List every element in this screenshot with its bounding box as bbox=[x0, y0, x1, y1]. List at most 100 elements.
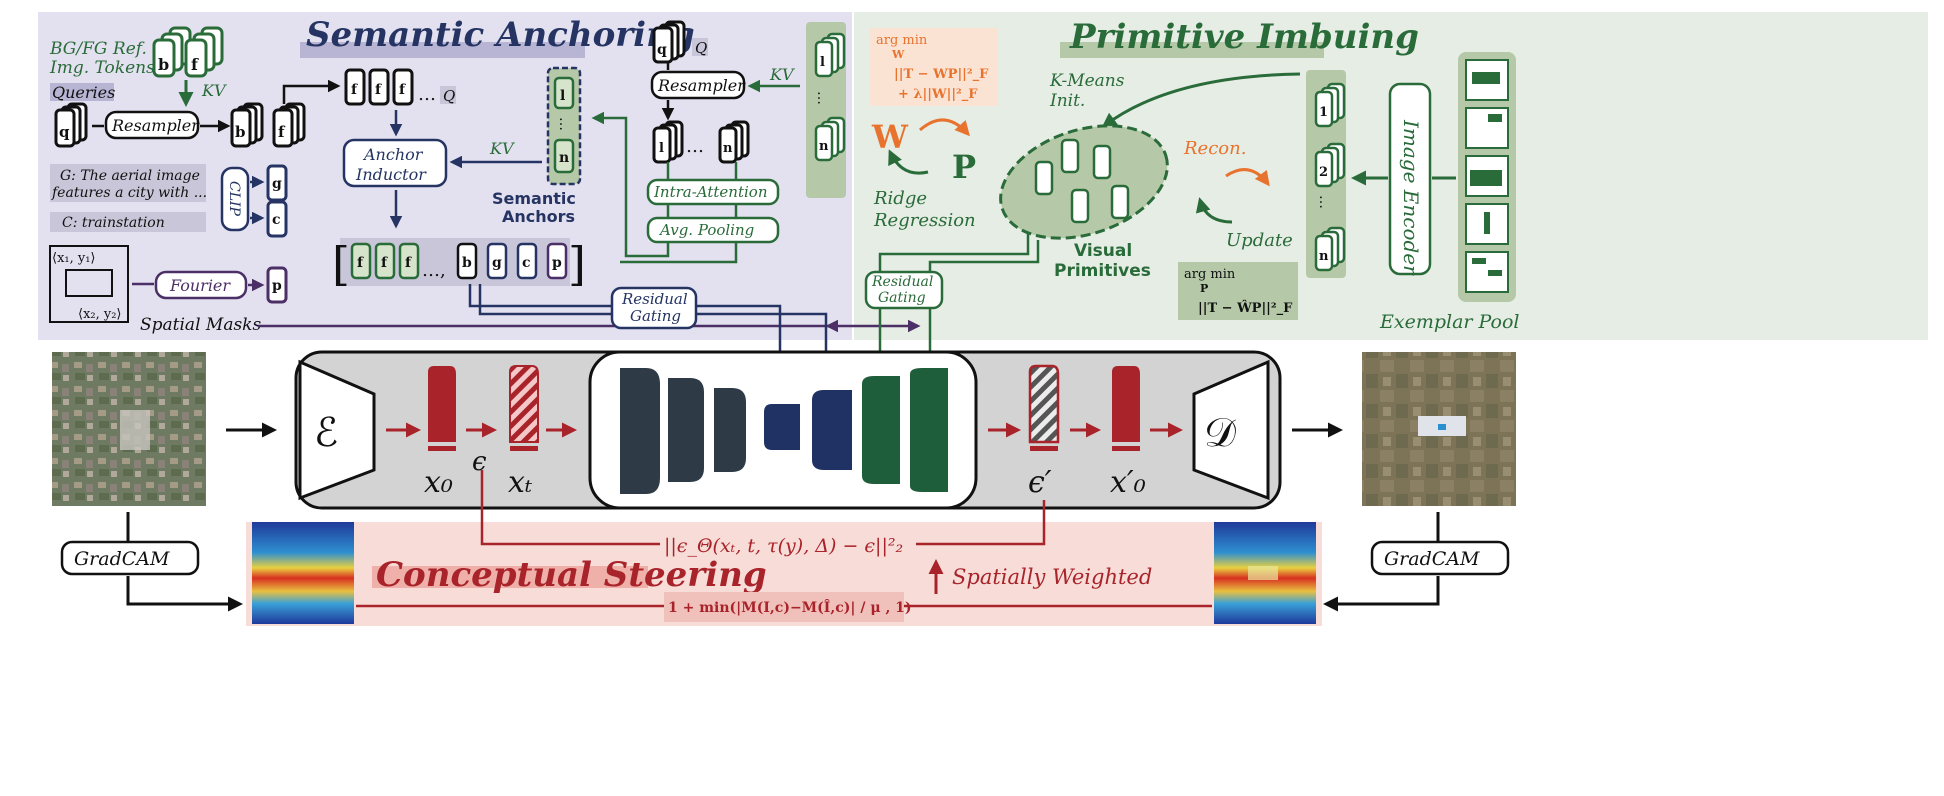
update-label: Update bbox=[1226, 230, 1293, 251]
unet-dec-block-1 bbox=[812, 390, 852, 470]
kmeans-label-2: Init. bbox=[1049, 91, 1085, 111]
residual-gating-label-1b: Gating bbox=[630, 307, 681, 325]
seq-c: c bbox=[522, 255, 531, 271]
bf-token-letter-b: b bbox=[235, 123, 246, 141]
argmin-p-line-1: arg min bbox=[1184, 267, 1236, 282]
q-label-2: Q bbox=[695, 39, 707, 57]
ref-tokens-label: BG/FG Ref. bbox=[49, 39, 147, 59]
p-token-letter: p bbox=[272, 278, 282, 294]
loss-formula: ||ϵ_Θ(xₜ, t, τ(y), Δ) − ϵ||²₂ bbox=[664, 535, 903, 557]
c-token-letter: c bbox=[272, 212, 281, 228]
p-symbol: P bbox=[952, 148, 976, 186]
kv-label-2: KV bbox=[489, 139, 515, 158]
unet-enc-block-1 bbox=[620, 368, 660, 494]
predicted-noise bbox=[1028, 364, 1060, 444]
semantic-anchoring-title: Semantic Anchoring bbox=[306, 15, 695, 55]
unet-enc-block-2 bbox=[668, 378, 704, 482]
resampler-box-1 bbox=[104, 110, 200, 140]
bracket-left: [ bbox=[332, 237, 350, 291]
w-symbol: W bbox=[871, 118, 909, 156]
spatially-weighted-label: Spatially Weighted bbox=[952, 565, 1152, 589]
residual-gating-box-2 bbox=[864, 270, 944, 310]
unet-enc-block-3 bbox=[714, 388, 746, 472]
gradcam-left-label: GradCAM bbox=[74, 548, 170, 570]
avg-pooling-label: Avg. Pooling bbox=[658, 221, 754, 239]
visual-primitives-label-2: Primitives bbox=[1054, 261, 1151, 281]
image-encoder-box bbox=[1388, 82, 1432, 276]
fg-query-letter-2: f bbox=[375, 82, 382, 98]
argmin-w-line-3: ||T − WP||²_F bbox=[894, 67, 989, 82]
latent-xt bbox=[509, 365, 539, 443]
resampler-box-2 bbox=[650, 70, 746, 100]
bbox-coord-tl: ⟨x₁, y₁⟩ bbox=[52, 251, 96, 266]
decoder-block bbox=[1192, 359, 1270, 501]
weight-formula: 1 + min(|M(I,c)−M(Î,c)| / μ , 1) bbox=[668, 598, 912, 616]
bg-token-letter: b bbox=[158, 55, 169, 74]
query-token-letter: q bbox=[59, 123, 70, 141]
argmin-w-line-4: + λ||W||²_F bbox=[898, 87, 978, 102]
bf-token-stack bbox=[230, 102, 306, 148]
fg-query-q-label: Q bbox=[443, 87, 455, 105]
residual-gating-label-2b: Gating bbox=[878, 290, 926, 306]
unet-dec-block-2 bbox=[862, 376, 900, 484]
primitive-token-2: 2 bbox=[1319, 165, 1328, 180]
argmin-p-line-2: P bbox=[1200, 282, 1208, 295]
residual-gating-box-1 bbox=[610, 286, 698, 330]
queries-label: Queries bbox=[52, 83, 115, 102]
resampler-label-1: Resampler bbox=[111, 116, 200, 135]
pooled-token-ellipsis: … bbox=[686, 136, 704, 157]
avg-pooling-box bbox=[646, 216, 780, 244]
semantic-anchor-ellipsis: … bbox=[556, 117, 572, 131]
query-token-stack bbox=[54, 102, 88, 148]
seq-ellipsis: …, bbox=[422, 260, 446, 281]
residual-gating-label-2a: Residual bbox=[871, 274, 933, 290]
g-caption-line-2: features a city with ... bbox=[51, 185, 207, 201]
unet-dec-block-3 bbox=[910, 368, 948, 492]
anchor-inductor-box bbox=[342, 138, 448, 188]
fourier-label: Fourier bbox=[169, 276, 231, 295]
gradcam-right-button bbox=[1370, 540, 1510, 576]
image-encoder-label: Image Encoder bbox=[1399, 119, 1423, 276]
x0-label: x₀ bbox=[424, 465, 453, 500]
gradcam-left-heatmap bbox=[252, 522, 354, 624]
encoder-symbol: ℰ bbox=[314, 410, 338, 456]
ref-tokens-label-2: Img. Tokens bbox=[49, 58, 155, 78]
anchor-inductor-label-1: Anchor bbox=[362, 145, 424, 164]
argmin-p-box bbox=[1178, 262, 1298, 320]
conceptual-steering-title: Conceptual Steering bbox=[376, 555, 767, 595]
residual-gating-label-1a: Residual bbox=[621, 290, 688, 308]
fg-query-letter-1: f bbox=[351, 82, 358, 98]
spatial-masks-label: Spatial Masks bbox=[140, 315, 261, 335]
bbox-frame bbox=[49, 245, 129, 323]
visual-primitives-label-1: Visual bbox=[1074, 241, 1132, 261]
ridge-regression-label-1: Ridge bbox=[873, 188, 927, 209]
argmin-w-line-2: W bbox=[891, 48, 905, 61]
fourier-box bbox=[154, 270, 248, 300]
latent-x0-prime bbox=[1112, 366, 1140, 442]
primitive-token-n: n bbox=[1319, 249, 1329, 264]
decoder-symbol: 𝒟 bbox=[1204, 410, 1236, 456]
argmin-w-line-1: arg min bbox=[876, 33, 928, 48]
pooled-token-l: l bbox=[659, 141, 664, 156]
kv-label-1: KV bbox=[201, 81, 227, 100]
intra-attention-label: Intra-Attention bbox=[653, 183, 767, 201]
latent-x0 bbox=[428, 366, 456, 442]
clip-label: CLIP bbox=[226, 181, 242, 217]
epsilon-label: ϵ bbox=[472, 447, 487, 477]
argmin-w-box bbox=[870, 28, 998, 106]
resampler-label-2: Resampler bbox=[657, 76, 746, 95]
fg-token-letter: f bbox=[191, 55, 199, 74]
query-token-stack-2 bbox=[652, 20, 686, 64]
unet-mid-block bbox=[764, 404, 800, 450]
kv-label-3: KV bbox=[769, 65, 795, 84]
recon-label: Recon. bbox=[1183, 138, 1246, 159]
pooled-token-n: n bbox=[723, 141, 733, 156]
bracket-right: ] bbox=[568, 237, 586, 291]
g-caption-line-1: G: The aerial image bbox=[60, 168, 200, 184]
xt-label: xₜ bbox=[508, 465, 533, 500]
semantic-anchor-l: l bbox=[560, 88, 565, 104]
fg-query-tokens bbox=[344, 68, 414, 106]
seq-f-1: f bbox=[357, 255, 364, 271]
primitive-token-ellipsis: … bbox=[1316, 195, 1332, 209]
